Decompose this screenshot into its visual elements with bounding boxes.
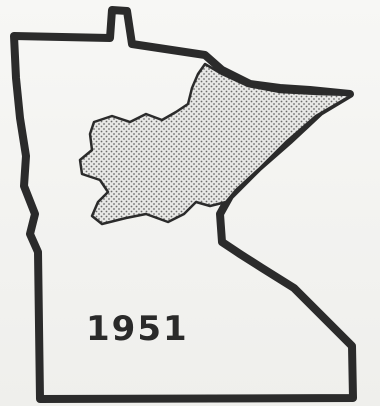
- state-outline: [10, 6, 357, 403]
- range-area: [78, 62, 354, 226]
- year-label: 1951: [86, 309, 189, 349]
